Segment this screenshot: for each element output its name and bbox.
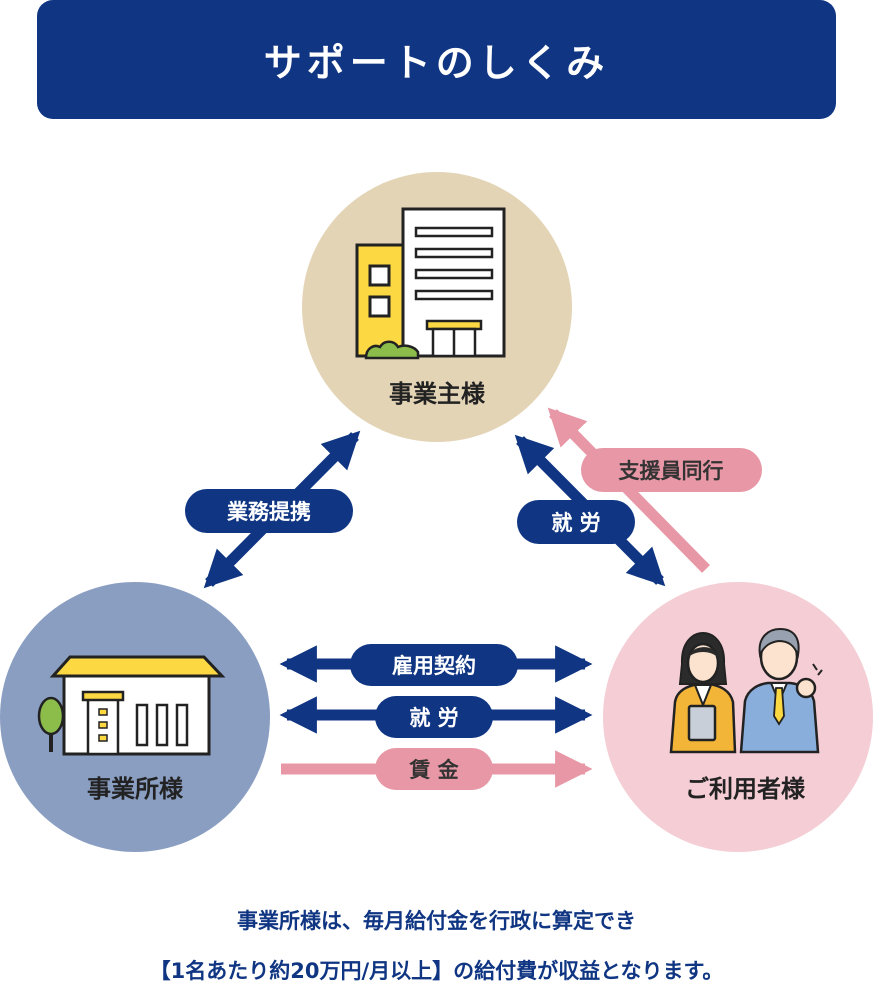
employment-top-pill: 就 労 <box>517 500 635 544</box>
page-title: サポートのしくみ <box>263 41 610 85</box>
users-people-icon <box>669 627 823 754</box>
office-label: 事業所様 <box>87 775 184 803</box>
business-partnership-pill: 業務提携 <box>185 489 353 533</box>
office-building-icon <box>37 655 226 756</box>
business-partnership-label: 業務提携 <box>227 500 311 524</box>
employment-contract-pill: 雇用契約 <box>350 644 518 686</box>
company-building-icon <box>355 207 506 360</box>
footer-line-2: 【1名あたり約20万円/月以上】の給付費が収益となります。 <box>149 959 724 983</box>
wage-label: 賃 金 <box>408 758 459 782</box>
employment-contract-label: 雇用契約 <box>392 654 476 678</box>
users-circle <box>603 582 873 852</box>
wage-pill: 賃 金 <box>375 748 493 790</box>
employment-bottom-pill: 就 労 <box>375 696 493 738</box>
footer-line-1: 事業所様は、毎月給付金を行政に算定でき <box>237 909 636 933</box>
support-staff-pill: 支援員同行 <box>581 448 762 492</box>
users-label: ご利用者様 <box>685 775 806 803</box>
employment-bottom-label: 就 労 <box>409 706 458 730</box>
employment-top-label: 就 労 <box>551 511 600 535</box>
support-staff-label: 支援員同行 <box>619 459 724 483</box>
employer-label: 事業主様 <box>389 380 486 408</box>
title-banner: サポートのしくみ <box>37 0 836 119</box>
